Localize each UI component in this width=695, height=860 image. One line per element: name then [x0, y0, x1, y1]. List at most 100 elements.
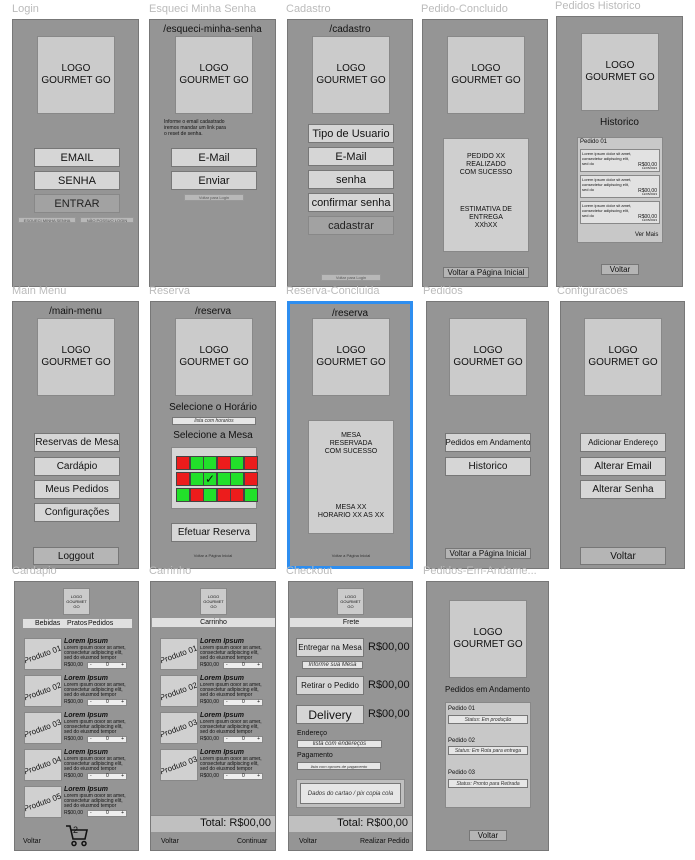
- back-button[interactable]: Voltar: [299, 838, 317, 845]
- see-more-link[interactable]: Ver Mais: [635, 232, 659, 238]
- plus-button[interactable]: +: [257, 699, 260, 705]
- tab-pedidos[interactable]: Pedidos: [88, 620, 114, 627]
- table-seat-available[interactable]: [176, 488, 190, 502]
- history-button[interactable]: Historico: [445, 457, 531, 476]
- email-field[interactable]: E-Mail: [308, 147, 394, 166]
- back-button[interactable]: Voltar: [601, 264, 639, 275]
- time-select[interactable]: lista com horarios: [172, 417, 256, 425]
- delivery-button[interactable]: Delivery: [296, 705, 364, 724]
- minus-button[interactable]: -: [90, 736, 92, 742]
- plus-button[interactable]: +: [121, 699, 124, 705]
- table-reservation-button[interactable]: Reservas de Mesa: [34, 433, 120, 452]
- quantity-stepper[interactable]: -0+: [87, 662, 127, 669]
- cart-icon[interactable]: 2: [65, 824, 89, 848]
- table-seat-taken[interactable]: [176, 456, 190, 470]
- back-button[interactable]: Voltar: [469, 830, 507, 841]
- quantity-stepper[interactable]: -0+: [87, 699, 127, 706]
- card-pix-input[interactable]: Dados do cartao / pix copia cola: [300, 783, 401, 804]
- history-item[interactable]: Lorem ipsum dolor sit amet, consectetur …: [580, 175, 660, 198]
- user-type-select[interactable]: Tipo de Usuario: [308, 124, 394, 143]
- email-field[interactable]: EMAIL: [34, 148, 120, 167]
- table-seat-available[interactable]: [230, 456, 244, 470]
- minus-button[interactable]: -: [226, 736, 228, 742]
- back-home-link[interactable]: Voltar a Página Inicial: [331, 553, 371, 558]
- add-address-button[interactable]: Adicionar Endereço: [580, 433, 666, 452]
- confirm-password-field[interactable]: confirmar senha: [308, 193, 394, 212]
- table-seat-selected[interactable]: ✓: [203, 472, 217, 486]
- minus-button[interactable]: -: [90, 699, 92, 705]
- table-seat-available[interactable]: [243, 488, 258, 502]
- minus-button[interactable]: -: [226, 662, 228, 668]
- back-button[interactable]: Voltar: [161, 838, 179, 845]
- forgot-password-link[interactable]: ESQUECI MINHA SENHA: [18, 217, 76, 223]
- change-password-button[interactable]: Alterar Senha: [580, 480, 666, 499]
- back-to-login-link[interactable]: Voltar para Login: [321, 274, 381, 281]
- table-seat-available[interactable]: [189, 456, 204, 470]
- table-seat-available[interactable]: [189, 472, 204, 486]
- minus-button[interactable]: -: [226, 699, 228, 705]
- table-seat-taken[interactable]: [216, 488, 231, 502]
- history-item[interactable]: Lorem ipsum dolor sit amet, consectetur …: [580, 149, 660, 172]
- table-seat-taken[interactable]: [216, 456, 231, 470]
- table-seat-taken[interactable]: [230, 488, 244, 502]
- quantity-stepper[interactable]: -0+: [223, 736, 263, 743]
- quantity-stepper[interactable]: -0+: [87, 773, 127, 780]
- payment-select[interactable]: lista com opcoes de pagamento: [297, 762, 381, 770]
- register-button[interactable]: cadastrar: [308, 216, 394, 235]
- minus-button[interactable]: -: [90, 662, 92, 668]
- minus-button[interactable]: -: [90, 810, 92, 816]
- continue-button[interactable]: Continuar: [237, 838, 268, 845]
- back-button[interactable]: Voltar: [580, 547, 666, 565]
- quantity-stepper[interactable]: -0+: [87, 736, 127, 743]
- tab-pratos[interactable]: Pratos: [67, 620, 88, 627]
- table-seat-taken[interactable]: [176, 472, 190, 486]
- logout-button[interactable]: Loggout: [33, 547, 119, 565]
- password-field[interactable]: SENHA: [34, 171, 120, 190]
- quantity-stepper[interactable]: -0+: [223, 662, 263, 669]
- place-order-button[interactable]: Realizar Pedido: [360, 838, 410, 845]
- settings-button[interactable]: Configurações: [34, 503, 120, 522]
- plus-button[interactable]: +: [121, 773, 124, 779]
- plus-button[interactable]: +: [257, 662, 260, 668]
- plus-button[interactable]: +: [257, 773, 260, 779]
- quantity-stepper[interactable]: -0+: [87, 810, 127, 817]
- change-email-button[interactable]: Alterar Email: [580, 457, 666, 476]
- table-seat-available[interactable]: [230, 472, 244, 486]
- back-home-button[interactable]: Voltar a Página Inicial: [443, 267, 529, 278]
- send-button[interactable]: Enviar: [171, 171, 257, 190]
- menu-button[interactable]: Cardápio: [34, 457, 120, 476]
- table-input[interactable]: Informe sua Mesa: [302, 661, 363, 669]
- table-seat-available[interactable]: [216, 472, 231, 486]
- password-field[interactable]: senha: [308, 170, 394, 189]
- history-item[interactable]: Lorem ipsum dolor sit amet, consectetur …: [580, 201, 660, 224]
- no-login-link[interactable]: NÃO POSSUO LOGIN: [80, 217, 134, 223]
- email-field[interactable]: E-Mail: [171, 148, 257, 167]
- orders-in-progress-button[interactable]: Pedidos em Andamento: [445, 433, 531, 452]
- quantity-stepper[interactable]: -0+: [223, 773, 263, 780]
- back-home-link[interactable]: Voltar a Página Inicial: [193, 553, 233, 558]
- minus-button[interactable]: -: [90, 773, 92, 779]
- table-seat-taken[interactable]: [243, 456, 258, 470]
- table-seat-available[interactable]: [203, 488, 217, 502]
- make-reservation-button[interactable]: Efetuar Reserva: [171, 523, 257, 542]
- deliver-to-table-button[interactable]: Entregar na Mesa: [296, 638, 364, 657]
- minus-button[interactable]: -: [226, 773, 228, 779]
- plus-button[interactable]: +: [121, 810, 124, 816]
- back-home-button[interactable]: Voltar a Página Inicial: [445, 548, 531, 559]
- table-seat-available[interactable]: [203, 456, 217, 470]
- back-to-login-link[interactable]: Voltar para Login: [184, 194, 244, 201]
- enter-button[interactable]: ENTRAR: [34, 194, 120, 213]
- table-seat-taken[interactable]: [189, 488, 204, 502]
- table-seat-taken[interactable]: [243, 472, 258, 486]
- address-select[interactable]: lista com endereços: [297, 740, 382, 748]
- my-orders-button[interactable]: Meus Pedidos: [34, 480, 120, 499]
